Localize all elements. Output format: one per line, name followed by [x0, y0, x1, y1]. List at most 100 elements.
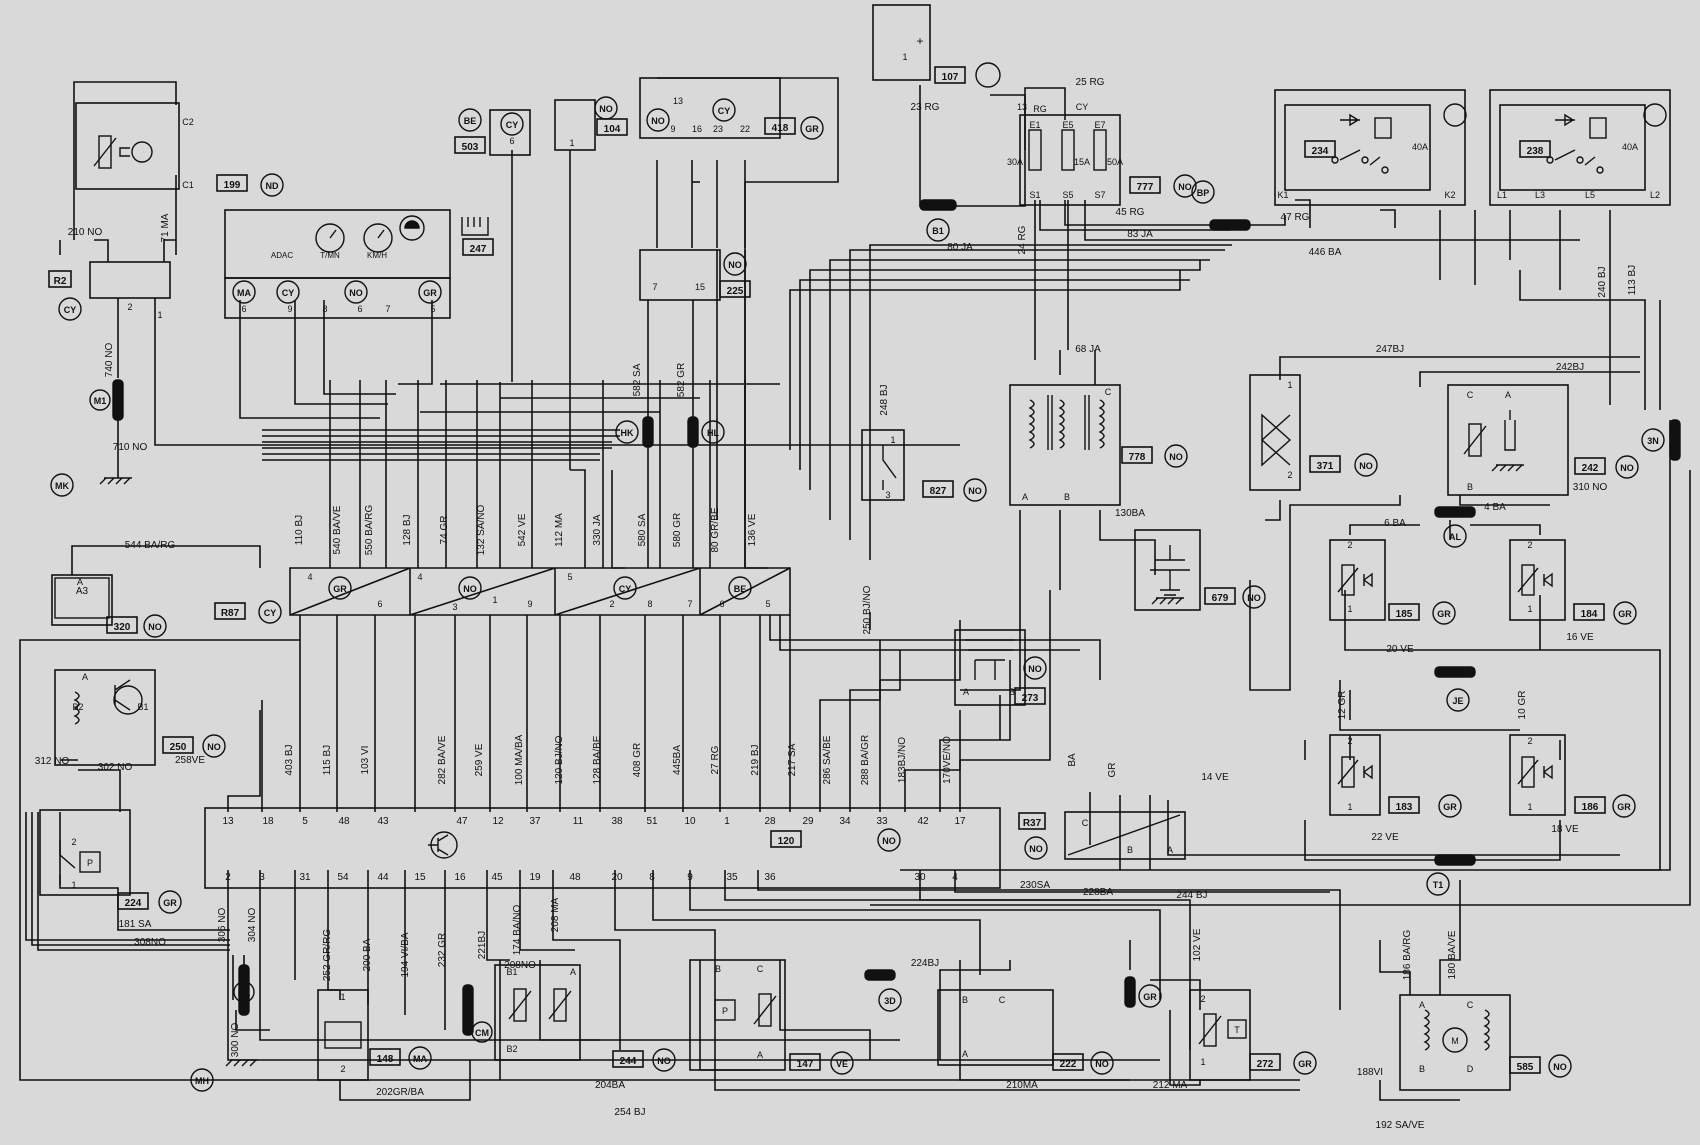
pin-224-2: 2 — [71, 837, 76, 847]
wire-85 — [954, 870, 1330, 893]
wire-25 — [744, 182, 768, 569]
tag-no-r37-ring — [1024, 836, 1048, 860]
wl-10gr: 10 GR — [1517, 691, 1528, 720]
wl-4ba: 4 BA — [1484, 502, 1506, 513]
wire-58 — [769, 615, 1101, 680]
pin-c2: C2 — [182, 117, 194, 127]
wl-113bj: 113 BJ — [1627, 265, 1638, 295]
wl-445ba: 445BA — [672, 745, 683, 775]
wl-130ba: 130BA — [1115, 508, 1145, 519]
pin-371-2: 2 — [1287, 470, 1292, 480]
wl-580sa: 580 SA — [637, 513, 648, 546]
tag-777: 777 — [1137, 182, 1154, 193]
wire-28 — [611, 470, 625, 569]
wire-70 — [259, 870, 900, 1041]
pin-c1: C1 — [182, 180, 194, 190]
switch-199 — [119, 147, 130, 157]
sensor-arrow — [548, 990, 572, 1020]
pin-585a: A — [1419, 1000, 1425, 1010]
pin-e5: E5 — [1062, 120, 1073, 130]
wl-230sa: 230SA — [1020, 880, 1050, 891]
box-gr-relay — [89, 261, 171, 299]
pin-2: 2 — [127, 302, 132, 312]
ecu-top-pin: 47 — [456, 816, 468, 827]
tag-ve-147-ring — [830, 1051, 854, 1075]
wl-204ba: 204BA — [595, 1080, 625, 1091]
horn-circle — [975, 62, 1001, 88]
wire-140 — [1119, 795, 1151, 870]
wire-126 — [1419, 371, 1640, 387]
tag-199-frame — [216, 174, 248, 192]
wire-112 — [789, 270, 1190, 470]
wl-210ma: 210MA — [1006, 1080, 1038, 1091]
tag-je-ring — [1446, 688, 1470, 712]
pressure-147-icon — [714, 999, 736, 1021]
tag-mh: MH — [195, 1076, 209, 1086]
tag-no-225-ring — [723, 252, 747, 276]
box-instrument-pins — [224, 277, 451, 319]
tag-418-frame — [764, 117, 796, 135]
wl-228ba: 228BA — [1083, 887, 1113, 898]
box-778 — [1009, 384, 1121, 506]
tag-al: AL — [1449, 532, 1461, 542]
wl-115bj: 115 BJ — [322, 745, 333, 775]
tag-no-778-ring — [1164, 444, 1188, 468]
tag-no-250-ring — [202, 734, 226, 758]
ground-icon-242 — [1491, 464, 1524, 472]
ecu-bottom-pin: 19 — [529, 872, 541, 883]
connector-3n — [1669, 419, 1681, 461]
wl-446ba: 446 BA — [1309, 247, 1342, 258]
wl-740no: 740 NO — [104, 343, 115, 378]
pin-250a: A — [82, 672, 88, 682]
sensor-body — [1468, 423, 1482, 457]
ground-hatch — [1151, 597, 1184, 605]
box-relay1-inner — [1284, 104, 1431, 191]
wl-310no: 310 NO — [1573, 482, 1608, 493]
tag-gr-224-ring — [158, 890, 182, 914]
ground-hatch — [225, 1059, 258, 1067]
box-ecu — [204, 807, 1001, 889]
tag-no-120-ring — [877, 828, 901, 852]
ecu-top-pin: 18 — [262, 816, 274, 827]
wire-134 — [900, 635, 1661, 871]
ecu-bottom-pin: 54 — [337, 872, 349, 883]
coil-778-a — [1028, 399, 1035, 449]
tag-nd-199: ND — [266, 181, 279, 191]
tag-cy-418: CY — [718, 106, 731, 116]
wire-83 — [757, 870, 1341, 1010]
tag-mk-ring — [50, 473, 74, 497]
wl-23rg: 23 RG — [911, 102, 940, 113]
injector-slash — [1517, 567, 1539, 593]
ecu-top-pin: 33 — [876, 816, 888, 827]
pin-185-2: 2 — [1347, 540, 1352, 550]
tag-be-r87-ring — [728, 576, 752, 600]
box-827 — [861, 429, 905, 501]
tag-gr-185-ring — [1432, 601, 1456, 625]
wire-105 — [1039, 200, 1580, 241]
pin-418-22: 22 — [740, 124, 750, 134]
pin-585c: C — [1467, 1000, 1474, 1010]
ecu-bottom-pin: 36 — [764, 872, 776, 883]
tag-cm-ring — [471, 1021, 493, 1043]
injector-184 — [1517, 564, 1553, 596]
pin-418-23: 23 — [713, 124, 723, 134]
sensor-arrow — [753, 995, 777, 1025]
tag-gr-272-ring — [1293, 1051, 1317, 1075]
tag-bp-ring — [1191, 180, 1215, 204]
tag-cy-r87: CY — [264, 608, 277, 618]
box-relay2 — [1489, 89, 1671, 206]
pin-147a: A — [757, 1050, 763, 1060]
pin-184-1: 1 — [1527, 604, 1532, 614]
ecu-bottom-pin: 48 — [569, 872, 581, 883]
wire-110 — [1519, 270, 1646, 410]
injector-coil — [1341, 564, 1355, 596]
wire-8 — [294, 300, 388, 405]
tag-mk: MK — [55, 481, 69, 491]
tag-272: 272 — [1257, 1059, 1274, 1070]
tag-cy-r2-ring — [58, 297, 82, 321]
pin-inst-9: 9 — [287, 304, 292, 314]
component-symbols — [50, 62, 1681, 1092]
relay1-40a: 40A — [1412, 142, 1428, 152]
